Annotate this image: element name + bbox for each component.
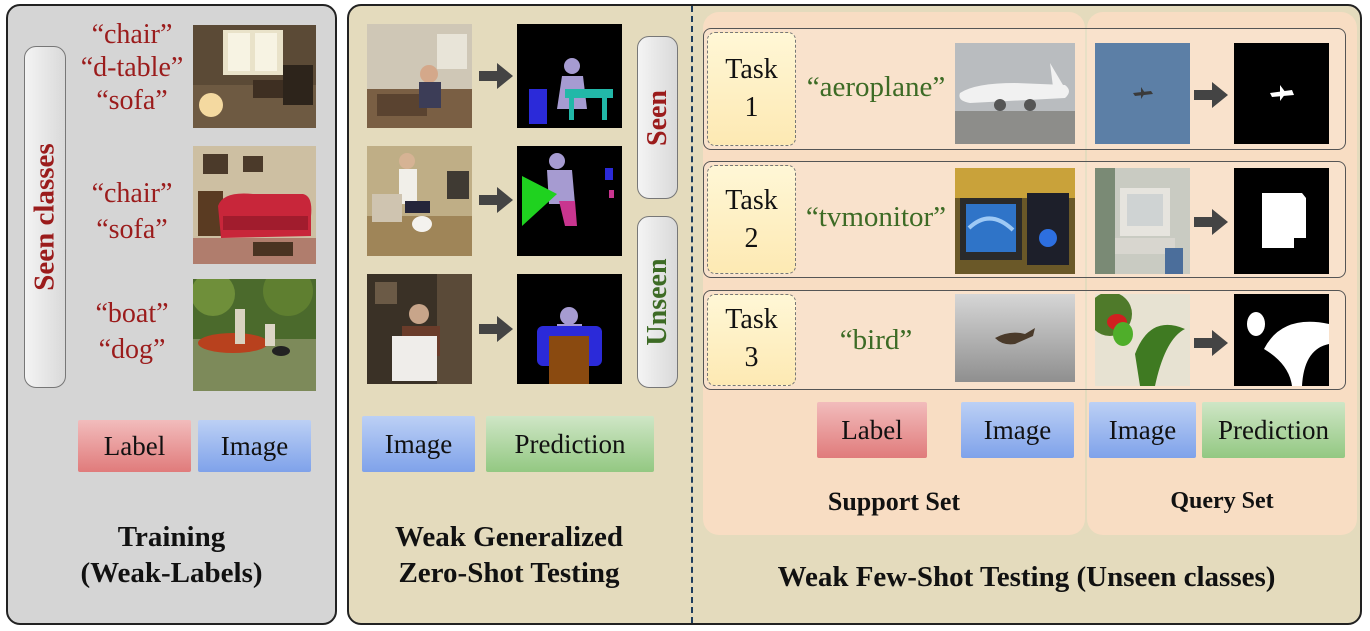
legend-prediction: Prediction: [486, 416, 654, 472]
legend-label: Label: [78, 420, 191, 472]
task-class-name-3: “bird”: [839, 324, 913, 356]
arrow-right-icon: [479, 316, 513, 342]
zeroshot-mask-3: [517, 274, 622, 384]
legend-image: Image: [198, 420, 311, 472]
query-set-title: Query Set: [1170, 488, 1274, 514]
arrow-right-icon: [1194, 330, 1228, 356]
query-mask-bird: [1234, 294, 1329, 386]
class-name: “dog”: [98, 334, 166, 365]
query-photo-bird: [1095, 294, 1190, 386]
support-photo-tvmonitor: [955, 168, 1075, 274]
zeroshot-photo-2: [367, 146, 472, 256]
seen-classes-tag: Seen classes: [24, 46, 66, 388]
query-photo-tvmonitor: [1095, 168, 1190, 274]
arrow-right-icon: [479, 187, 513, 213]
training-title: Training (Weak-Labels): [80, 521, 263, 590]
zeroshot-title: Weak Generalized Zero-Shot Testing: [395, 521, 623, 590]
legend-prediction: Prediction: [1202, 402, 1345, 458]
class-name: “boat”: [95, 298, 169, 329]
class-name: “d-table”: [80, 52, 184, 83]
task-box-2: Task 2: [707, 165, 796, 274]
legend-image: Image: [961, 402, 1074, 458]
support-photo-bird: [955, 294, 1075, 382]
training-class-list-3: “boat” “dog”: [68, 296, 196, 368]
legend-image: Image: [362, 416, 475, 472]
class-name: “chair”: [91, 178, 173, 209]
training-photo-livingroom: [193, 25, 316, 128]
zeroshot-photo-3: [367, 274, 472, 384]
training-class-list-1: “chair” “d-table” “sofa”: [68, 18, 196, 117]
testing-panel: Seen Unseen Image Prediction Weak Genera…: [347, 4, 1362, 625]
seen-tag-label: Seen: [641, 89, 673, 146]
training-photo-boat-dog: [193, 279, 316, 391]
arrow-right-icon: [1194, 82, 1228, 108]
unseen-tag-label: Unseen: [641, 258, 673, 346]
task-box-1: Task 1: [707, 32, 796, 146]
zeroshot-mask-2: [517, 146, 622, 256]
arrow-right-icon: [1194, 209, 1228, 235]
task-class-name-2: “tvmonitor”: [805, 201, 947, 233]
seen-classes-label: Seen classes: [28, 143, 61, 291]
query-mask-tvmonitor: [1234, 168, 1329, 274]
task-box-3: Task 3: [707, 294, 796, 386]
training-panel: Seen classes “chair” “d-table” “sofa” “c…: [6, 4, 337, 625]
query-mask-aeroplane: [1234, 43, 1329, 144]
legend-label: Label: [817, 402, 927, 458]
query-photo-aeroplane: [1095, 43, 1190, 144]
class-name: “sofa”: [96, 214, 168, 245]
training-photo-red-sofa: [193, 146, 316, 264]
support-set-title: Support Set: [827, 487, 961, 516]
unseen-tag: Unseen: [637, 216, 678, 388]
training-class-list-2: “chair” “sofa”: [68, 176, 196, 248]
zeroshot-mask-1: [517, 24, 622, 128]
panel-divider: [691, 6, 693, 623]
support-photo-aeroplane: [955, 43, 1075, 144]
task-class-name-1: “aeroplane”: [806, 71, 946, 103]
fewshot-title: Weak Few-Shot Testing (Unseen classes): [777, 561, 1276, 593]
class-name: “chair”: [91, 19, 173, 50]
zeroshot-photo-1: [367, 24, 472, 128]
seen-tag: Seen: [637, 36, 678, 199]
arrow-right-icon: [479, 63, 513, 89]
legend-image: Image: [1089, 402, 1196, 458]
class-name: “sofa”: [96, 85, 168, 116]
